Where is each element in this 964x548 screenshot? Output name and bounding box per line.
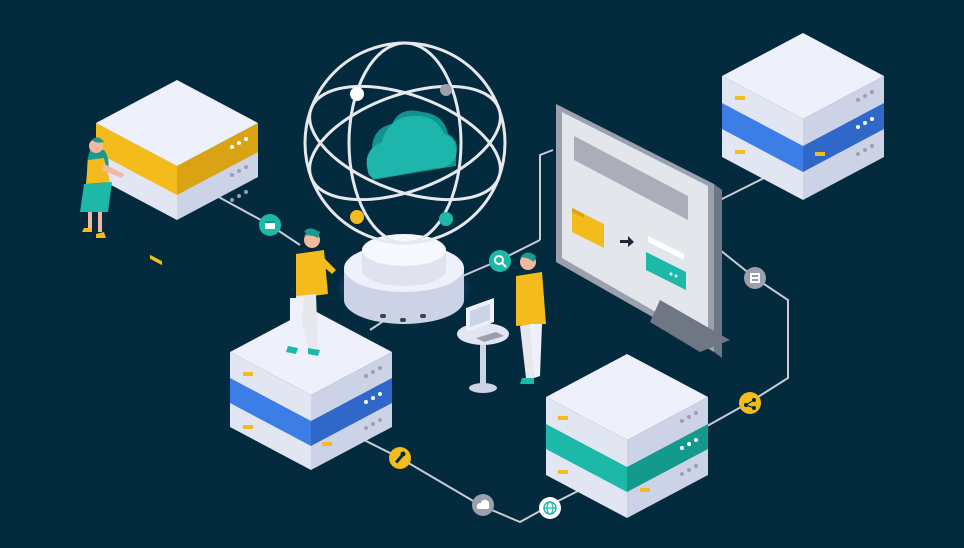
network-nodes	[259, 214, 766, 519]
dashboard-monitor	[556, 104, 730, 358]
person-man-center	[516, 252, 546, 384]
checklist-icon	[744, 267, 766, 289]
box-icon	[259, 214, 281, 236]
wrench-icon	[389, 447, 411, 469]
mini-server-icon	[646, 252, 686, 290]
person-man-on-server	[286, 228, 336, 356]
globe-icon	[539, 497, 561, 519]
desk-with-computer	[457, 298, 509, 393]
share-icon	[739, 392, 761, 414]
search-icon	[489, 250, 511, 272]
screen-header-bar	[574, 136, 688, 220]
server-stack-blue-top-right	[722, 33, 884, 200]
cloud-icon	[366, 110, 457, 180]
folder-icon	[572, 208, 604, 248]
server-stack-yellow	[96, 80, 258, 266]
cloud-upload-icon	[472, 494, 494, 516]
cloud-globe	[303, 41, 507, 324]
arrow-right-icon	[620, 236, 634, 247]
person-woman-left	[80, 137, 124, 238]
server-stack-teal	[546, 354, 708, 518]
server-led	[230, 137, 248, 149]
